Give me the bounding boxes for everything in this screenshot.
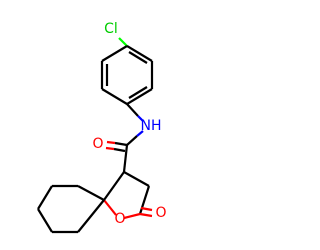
- bond-benz-n: [126, 103, 139, 117]
- bond-lactone-co-1: [139, 212, 153, 218]
- bond-lactone-co-2: [140, 206, 153, 212]
- bond-ring-c2-o: [123, 212, 141, 220]
- bond-benz-inner-2: [128, 86, 148, 99]
- atom-cl: Cl: [104, 21, 118, 37]
- atom-labels: Cl NH O O O: [92, 21, 166, 227]
- bonds: [37, 37, 154, 234]
- bond-cl-c: [118, 37, 128, 47]
- bond-ring-c4-c3: [123, 171, 150, 187]
- atom-o-ring: O: [114, 211, 125, 227]
- bond-c-o-1-red: [106, 140, 116, 145]
- bond-n-c: [136, 130, 144, 137]
- bond-ring-spiro-c4: [103, 171, 125, 201]
- bond-n-c-black: [126, 135, 138, 146]
- bond-cy-1: [77, 185, 105, 201]
- bond-c-o-2-red: [105, 146, 115, 151]
- bond-cy-3: [37, 185, 53, 210]
- bond-ring-c3-c2: [138, 185, 151, 215]
- bond-benz-6: [101, 45, 128, 62]
- bond-ring-o-spiro: [103, 199, 117, 216]
- bond-cy-6: [77, 199, 105, 233]
- molecule-structure: Cl NH O O O: [37, 21, 167, 234]
- bond-benz-1: [126, 45, 153, 62]
- bond-benz-inner-1: [128, 51, 148, 64]
- atom-o-carbonyl: O: [92, 136, 103, 152]
- bond-c-o-2: [113, 147, 126, 153]
- bond-c-o-1: [114, 141, 128, 147]
- atom-nh: NH: [141, 118, 162, 134]
- bond-benz-4: [101, 88, 128, 105]
- bond-benz-n-blue: [137, 115, 144, 122]
- bond-benz-3: [126, 88, 153, 105]
- bond-cy-4: [37, 208, 53, 233]
- atom-o-lactone: O: [155, 205, 166, 221]
- bond-c-ringc4: [122, 144, 129, 173]
